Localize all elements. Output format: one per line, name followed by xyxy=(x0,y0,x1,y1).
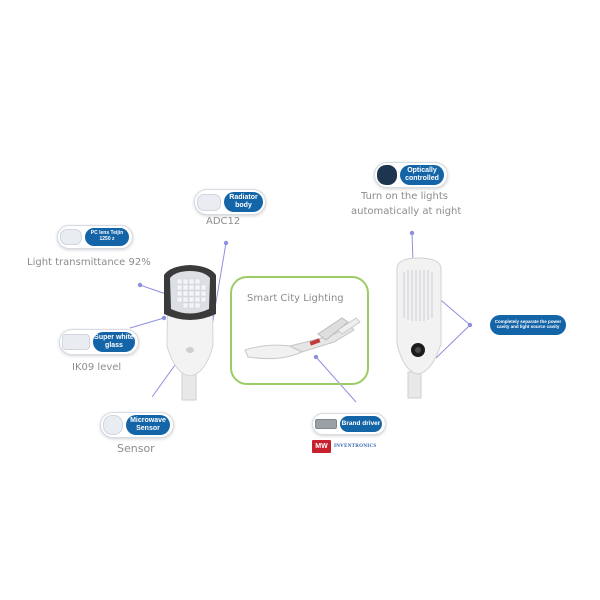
pc-lens-caption: Light transmittance 92% xyxy=(27,257,151,268)
driver-badge: Brand driver xyxy=(340,416,382,432)
connector-cavity-bottom xyxy=(435,324,471,359)
dot-glass xyxy=(161,315,167,321)
exploded-light-illustration xyxy=(244,317,361,360)
pc-lens-badge: PC lens Teijin 1250 z xyxy=(85,228,129,246)
optical-caption-line2: automatically at night xyxy=(351,206,462,217)
driver-thumbnail xyxy=(315,419,337,429)
glass-badge: Super white glass xyxy=(93,332,135,352)
dot-cavity xyxy=(467,322,473,328)
connector-driver xyxy=(315,356,357,403)
callout-microwave-sensor[interactable]: Microwave Sensor xyxy=(100,412,174,438)
callout-brand-driver[interactable]: Brand driver xyxy=(312,413,386,435)
radiator-thumbnail xyxy=(197,193,221,211)
pc-lens-thumbnail xyxy=(60,229,82,245)
dot-radiator xyxy=(223,240,229,246)
mean-well-logo-text: MW xyxy=(315,443,328,450)
callout-pc-lens[interactable]: PC lens Teijin 1250 z xyxy=(57,225,133,249)
connector-glass xyxy=(129,317,165,329)
dot-pc-lens xyxy=(137,282,143,288)
radiator-caption: ADC12 xyxy=(206,216,241,227)
connector-radiator xyxy=(210,242,227,333)
mean-well-logo: MW xyxy=(312,440,331,453)
callout-super-white-glass[interactable]: Super white glass xyxy=(59,329,139,355)
optical-badge: Optically controlled xyxy=(400,165,444,185)
glass-caption: IK09 level xyxy=(72,362,122,373)
street-light-back-illustration xyxy=(396,257,442,399)
center-panel-frame xyxy=(230,276,369,385)
photocell-thumbnail xyxy=(377,165,397,185)
dot-driver xyxy=(313,354,319,360)
connector-cavity-top xyxy=(435,295,471,326)
microwave-caption: Sensor xyxy=(117,442,155,455)
microwave-badge: Microwave Sensor xyxy=(126,415,170,435)
callout-cavity-separation[interactable]: Completely separate the power cavity and… xyxy=(490,315,566,335)
inventronics-logo: INVENTRONICS xyxy=(334,444,377,449)
glass-thumbnail xyxy=(62,334,90,350)
callout-radiator-body[interactable]: Radiator body xyxy=(194,189,266,215)
radiator-badge: Radiator body xyxy=(224,192,263,212)
callout-optically-controlled[interactable]: Optically controlled xyxy=(374,162,448,188)
optical-caption-line1: Turn on the lights xyxy=(361,191,448,202)
microwave-sensor-thumbnail xyxy=(103,415,123,435)
center-panel-title: Smart City Lighting xyxy=(247,293,344,304)
dot-optical xyxy=(409,230,415,236)
street-light-front-illustration xyxy=(164,265,216,401)
